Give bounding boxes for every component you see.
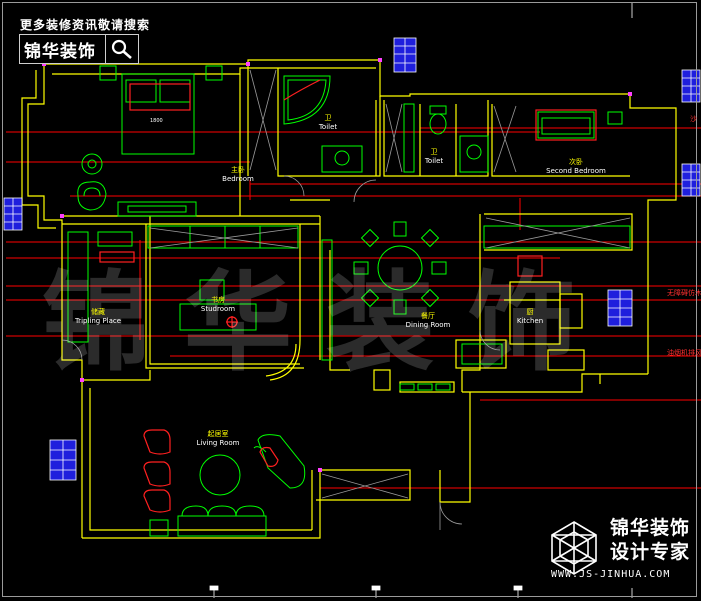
side-note-1: 沙 — [690, 115, 697, 123]
footer-slogan: 设计专家 — [610, 541, 691, 563]
search-hint: 更多装修资讯敬请搜索 — [20, 18, 151, 32]
brand-name: 锦华装饰 — [24, 41, 96, 62]
footer-company-name: 锦华装饰 — [610, 517, 691, 539]
corner-markers — [42, 58, 632, 472]
door-swings — [61, 69, 631, 530]
side-note-2: 无障碍仿木 — [667, 289, 701, 297]
company-logo-emblem — [551, 521, 597, 575]
brand-search-box[interactable]: 锦华装饰 — [19, 34, 139, 64]
dimension-lines — [6, 127, 701, 489]
furniture — [67, 65, 631, 537]
window-markers — [3, 37, 701, 481]
footer-company: 锦华装饰 设计专家 — [610, 516, 690, 564]
magnifier-icon[interactable] — [105, 35, 138, 63]
side-note-3: 油烟机排风 — [667, 349, 701, 357]
footer-url: WWW.JS-JINHUA.COM — [551, 569, 671, 580]
bed-dimension-label: 1800 — [150, 118, 163, 124]
red-furniture — [99, 79, 597, 513]
